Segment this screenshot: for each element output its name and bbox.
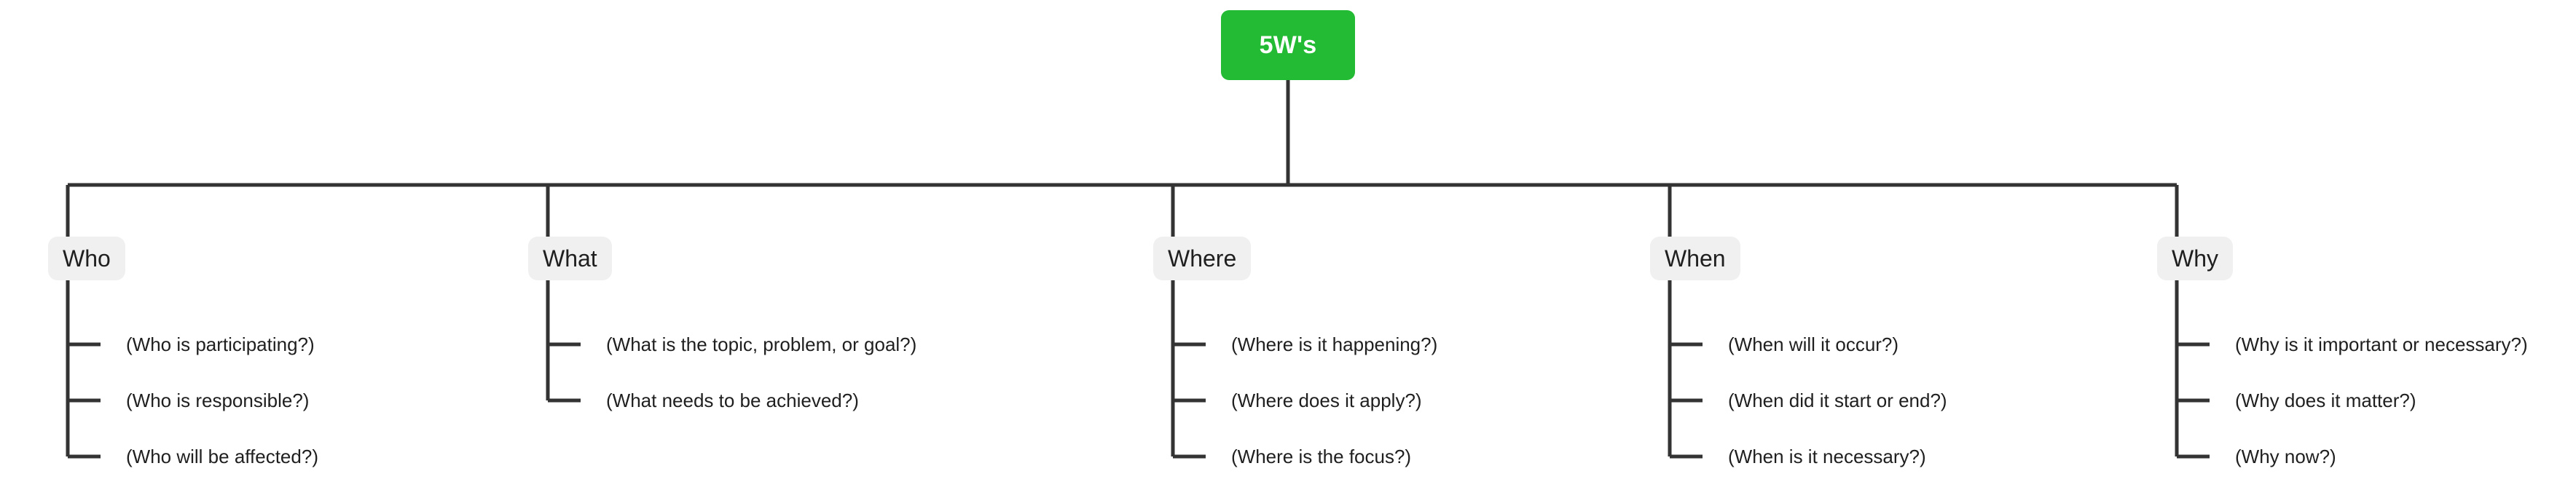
root-node-label: 5W's <box>1259 31 1317 59</box>
leaf-label-when-1[interactable]: (When will it occur?) <box>1728 333 1899 355</box>
leaf-label-why-3[interactable]: (Why now?) <box>2235 446 2336 467</box>
root-node-5ws[interactable]: 5W's <box>1221 10 1355 80</box>
leaf-label-what-2[interactable]: (What needs to be achieved?) <box>606 390 859 411</box>
branch-node-why[interactable]: Why <box>2157 237 2233 280</box>
leaf-label-where-3[interactable]: (Where is the focus?) <box>1231 446 1412 467</box>
leaf-label-who-3[interactable]: (Who will be affected?) <box>126 446 318 467</box>
leaf-label-who-1[interactable]: (Who is participating?) <box>126 333 315 355</box>
branch-node-what[interactable]: What <box>528 237 612 280</box>
leaf-label-where-2[interactable]: (Where does it apply?) <box>1231 390 1422 411</box>
branch-node-label: Who <box>63 245 111 272</box>
branch-node-label: Where <box>1168 245 1237 272</box>
leaf-label-who-2[interactable]: (Who is responsible?) <box>126 390 310 411</box>
leaf-label-why-1[interactable]: (Why is it important or necessary?) <box>2235 333 2528 355</box>
branch-node-when[interactable]: When <box>1650 237 1740 280</box>
leaf-label-when-3[interactable]: (When is it necessary?) <box>1728 446 1926 467</box>
branch-node-label: When <box>1665 245 1726 272</box>
branch-node-where[interactable]: Where <box>1153 237 1252 280</box>
leaf-label-why-2[interactable]: (Why does it matter?) <box>2235 390 2416 411</box>
leaf-label-what-1[interactable]: (What is the topic, problem, or goal?) <box>606 333 917 355</box>
branch-node-who[interactable]: Who <box>48 237 125 280</box>
leaf-label-where-1[interactable]: (Where is it happening?) <box>1231 333 1438 355</box>
leaf-label-when-2[interactable]: (When did it start or end?) <box>1728 390 1947 411</box>
branch-node-label: Why <box>2172 245 2218 272</box>
branch-node-label: What <box>543 245 597 272</box>
